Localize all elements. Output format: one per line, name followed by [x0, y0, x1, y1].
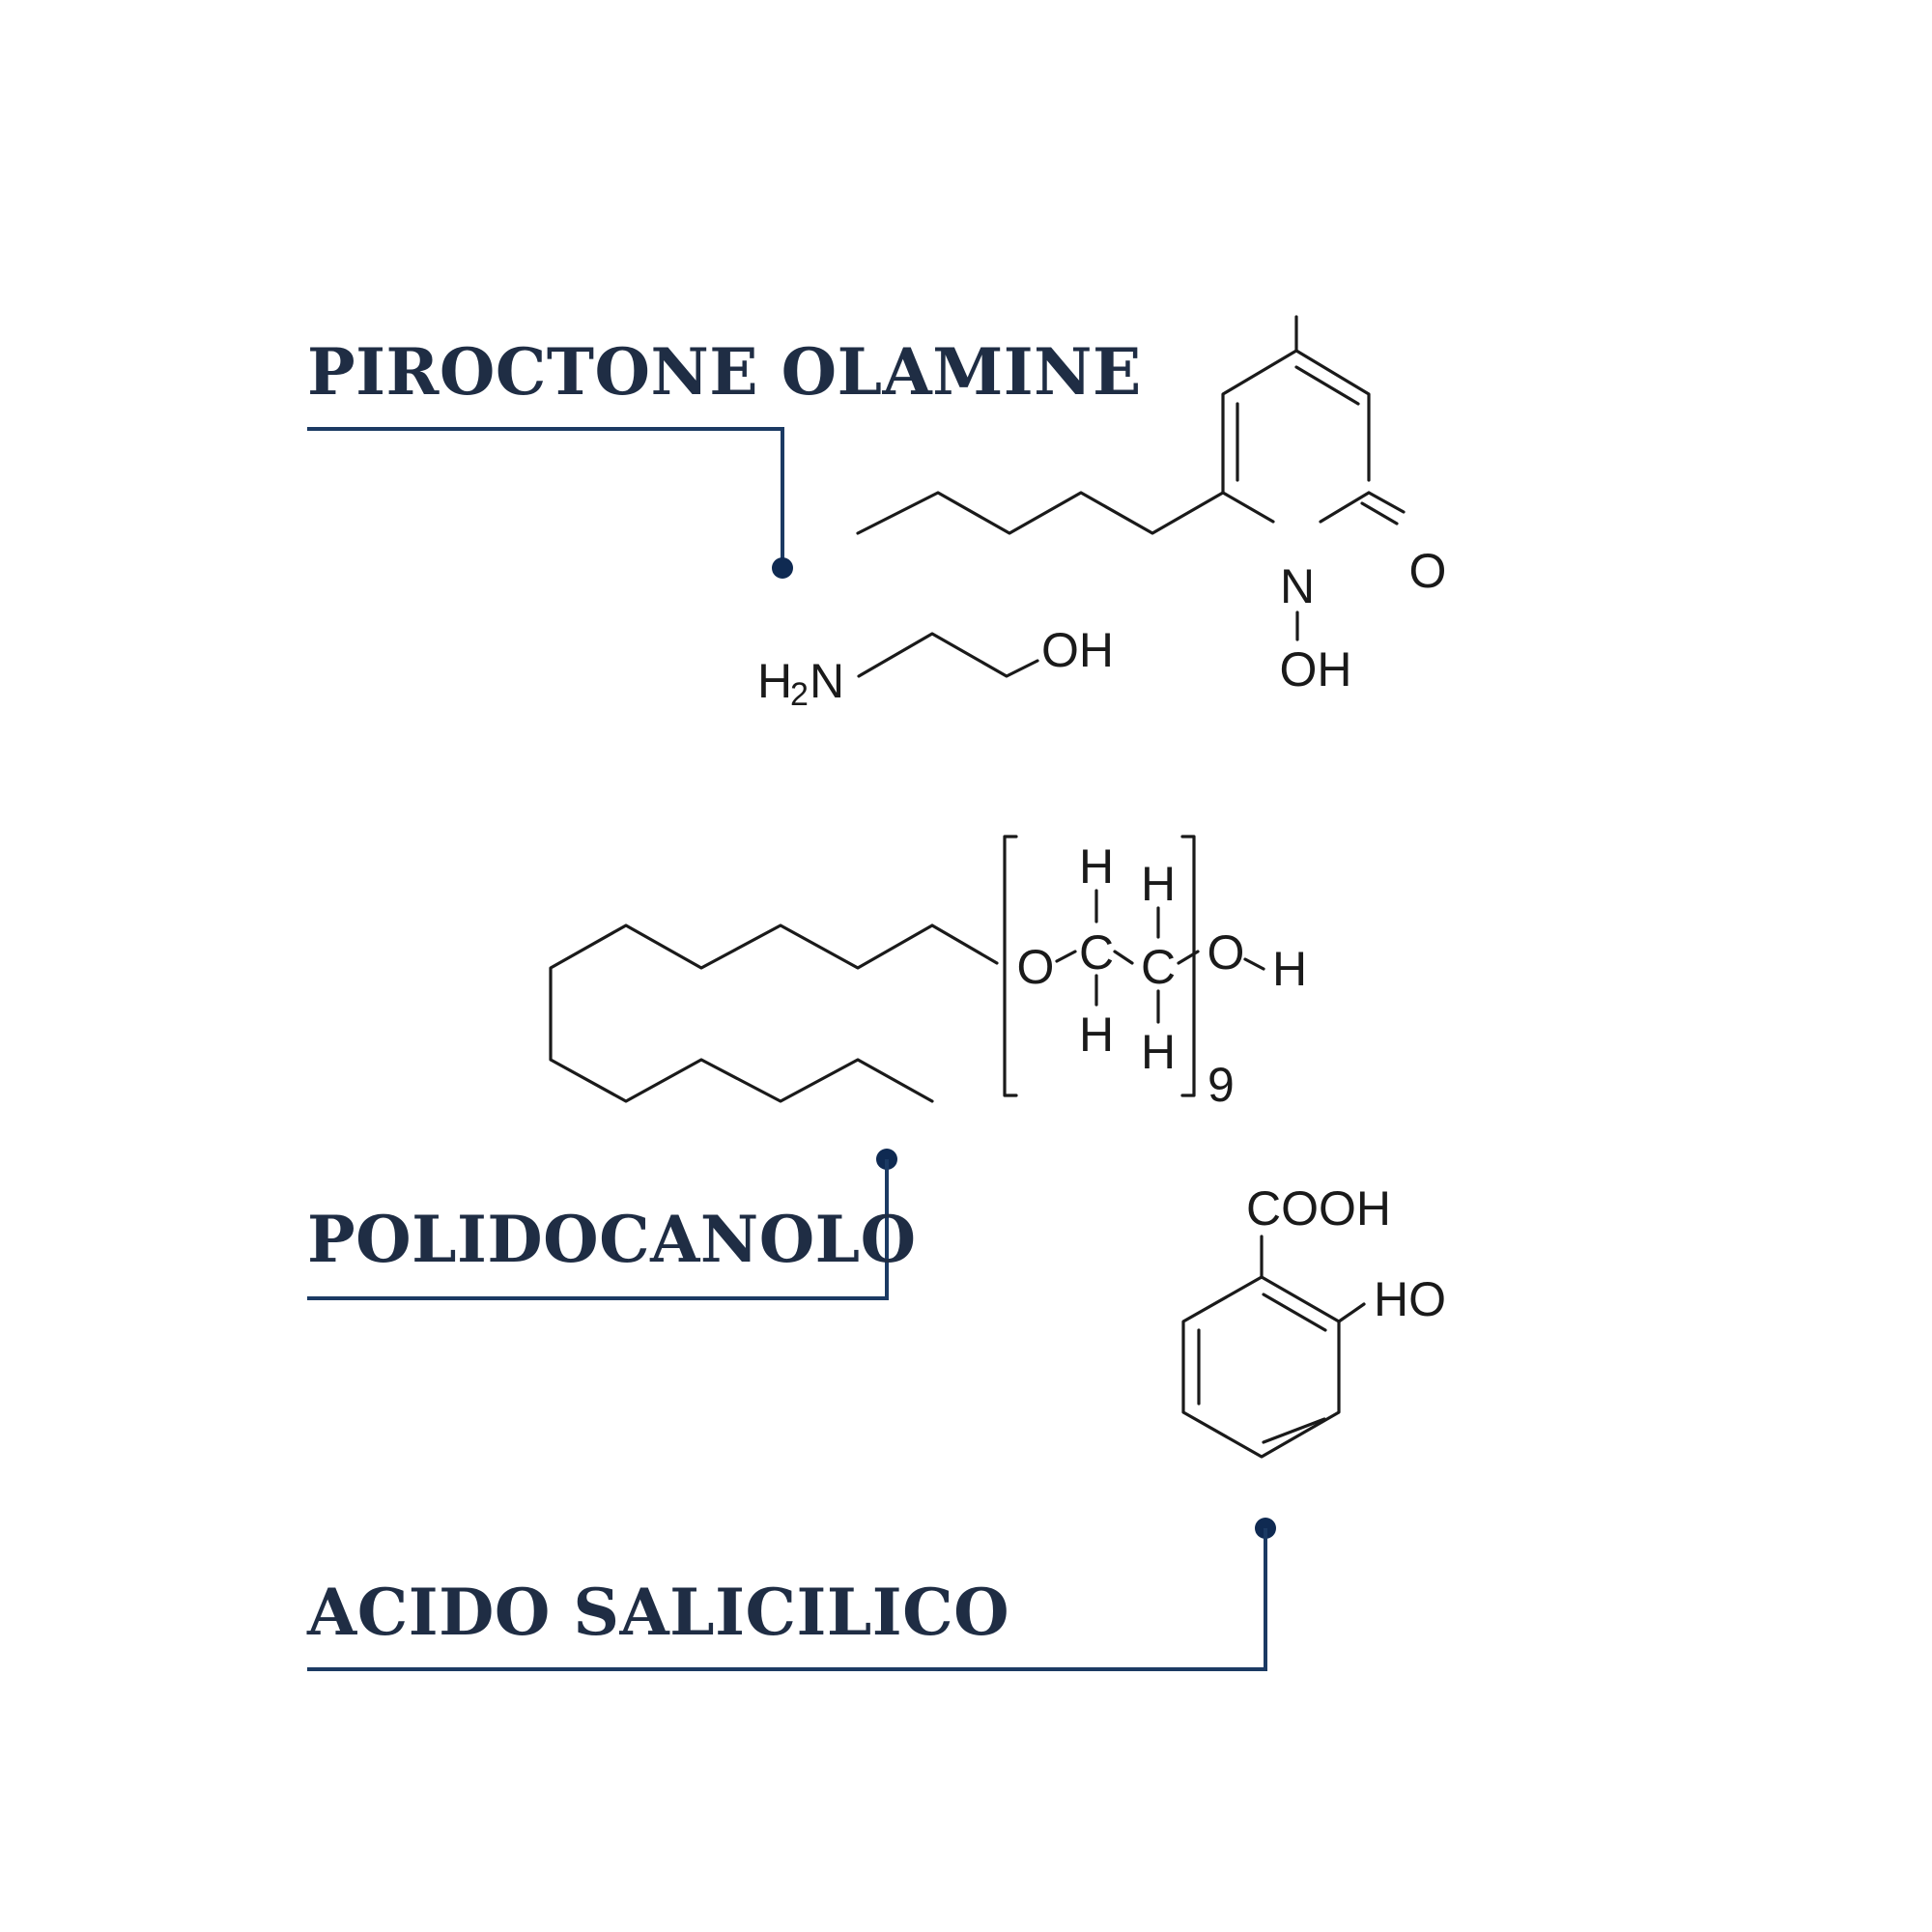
ethanol-oh-label: OH: [1041, 623, 1114, 677]
benzene-ring: [1181, 1275, 1341, 1459]
hydroxyl-bond: [1337, 1302, 1366, 1323]
h-top-1-label: H: [1079, 839, 1114, 894]
amine-n-label: N: [810, 654, 844, 708]
polidocanolo-structure: 9 O C C O H H H H H: [549, 835, 1307, 1112]
c2-o-bond: [1177, 950, 1200, 965]
ring-bonds: [1221, 349, 1371, 495]
salicylic-acid-structure: COOH HO: [1181, 1181, 1446, 1459]
o-c1-bond: [1055, 950, 1077, 963]
o-h-bond: [1243, 957, 1265, 971]
terminal-h-label: H: [1272, 942, 1307, 996]
terminal-oxygen-label: O: [1208, 925, 1245, 980]
piroctone-olamine-structure: O N OH H 2 N OH: [757, 315, 1447, 713]
polidocanolo-section: 9 O C C O H H H H H POLIDOCANOLO: [307, 835, 1307, 1300]
carbon-1-label: C: [1079, 925, 1114, 980]
pentyl-chain: [856, 491, 1225, 535]
acido-salicilico-title: ACIDO SALICILICO: [306, 1575, 1009, 1650]
polidocanolo-title: POLIDOCANOLO: [307, 1202, 917, 1277]
ethanolamine-chain: [857, 632, 1039, 678]
ring-n-bonds: [1221, 491, 1371, 524]
piroctone-olamine-section: PIROCTONE OLAMINE O N OH H 2 N OH: [307, 315, 1447, 713]
benzene-double-bonds: [1197, 1293, 1327, 1444]
h-bottom-2-label: H: [1141, 1025, 1176, 1079]
h-top-2-label: H: [1141, 857, 1176, 911]
dodecyl-chain: [549, 923, 934, 1103]
acido-salicilico-section: COOH HO ACIDO SALICILICO: [306, 1181, 1446, 1671]
ether-oxygen-label: O: [1017, 940, 1055, 994]
repeat-count-label: 9: [1208, 1058, 1235, 1112]
amine-h-label: H: [757, 654, 792, 708]
carbon-2-label: C: [1141, 940, 1176, 994]
chain-o-bond: [930, 923, 999, 965]
piroctone-olamine-leader-dot: [772, 557, 793, 579]
carbonyl-double-bond: [1360, 491, 1406, 526]
piroctone-olamine-title: PIROCTONE OLAMINE: [307, 334, 1142, 410]
ring-nitrogen-label: N: [1280, 559, 1315, 613]
right-bracket: [1180, 835, 1196, 1097]
carboxyl-label: COOH: [1246, 1181, 1391, 1236]
ring-double-bonds: [1236, 365, 1360, 482]
amine-subscript-label: 2: [790, 676, 809, 713]
left-bracket: [1003, 835, 1018, 1097]
carbonyl-oxygen-label: O: [1409, 544, 1447, 598]
acido-salicilico-leader-line: [307, 1528, 1267, 1671]
polidocanolo-leader-line: [307, 1159, 889, 1300]
hydroxyl-label: HO: [1374, 1272, 1446, 1326]
c1-c2-bond: [1113, 950, 1134, 965]
n-hydroxyl-label: OH: [1280, 642, 1352, 696]
piroctone-olamine-leader-line: [307, 427, 784, 568]
h-bottom-1-label: H: [1079, 1008, 1114, 1062]
